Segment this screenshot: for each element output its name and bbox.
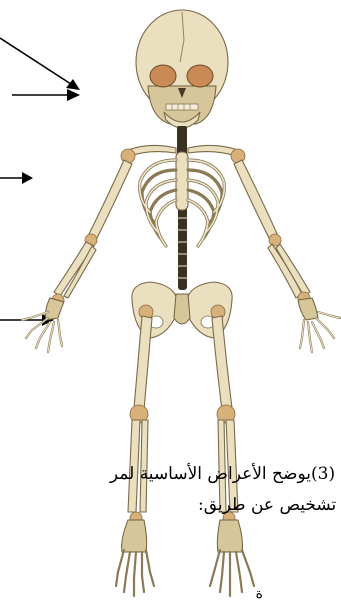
arrow-3 [0,172,33,184]
left-eye-socket [150,65,176,87]
right-leg [211,305,238,524]
caption-line-1: م (3)يوضح الأعراض الأساسية لمر [0,464,341,484]
right-eye-socket [187,65,213,87]
arrow-1 [0,38,80,90]
arrow-2 [12,89,80,101]
right-arm [234,160,310,304]
caption-line-3: ة [0,586,263,602]
skull [136,10,228,128]
right-hand [298,298,340,352]
right-foot [210,520,254,596]
left-arm [52,160,132,306]
left-foot [116,520,154,596]
caption-line-2: ى تشخيص عن طريق: [0,495,341,515]
teeth [166,104,198,110]
left-leg [128,305,153,524]
